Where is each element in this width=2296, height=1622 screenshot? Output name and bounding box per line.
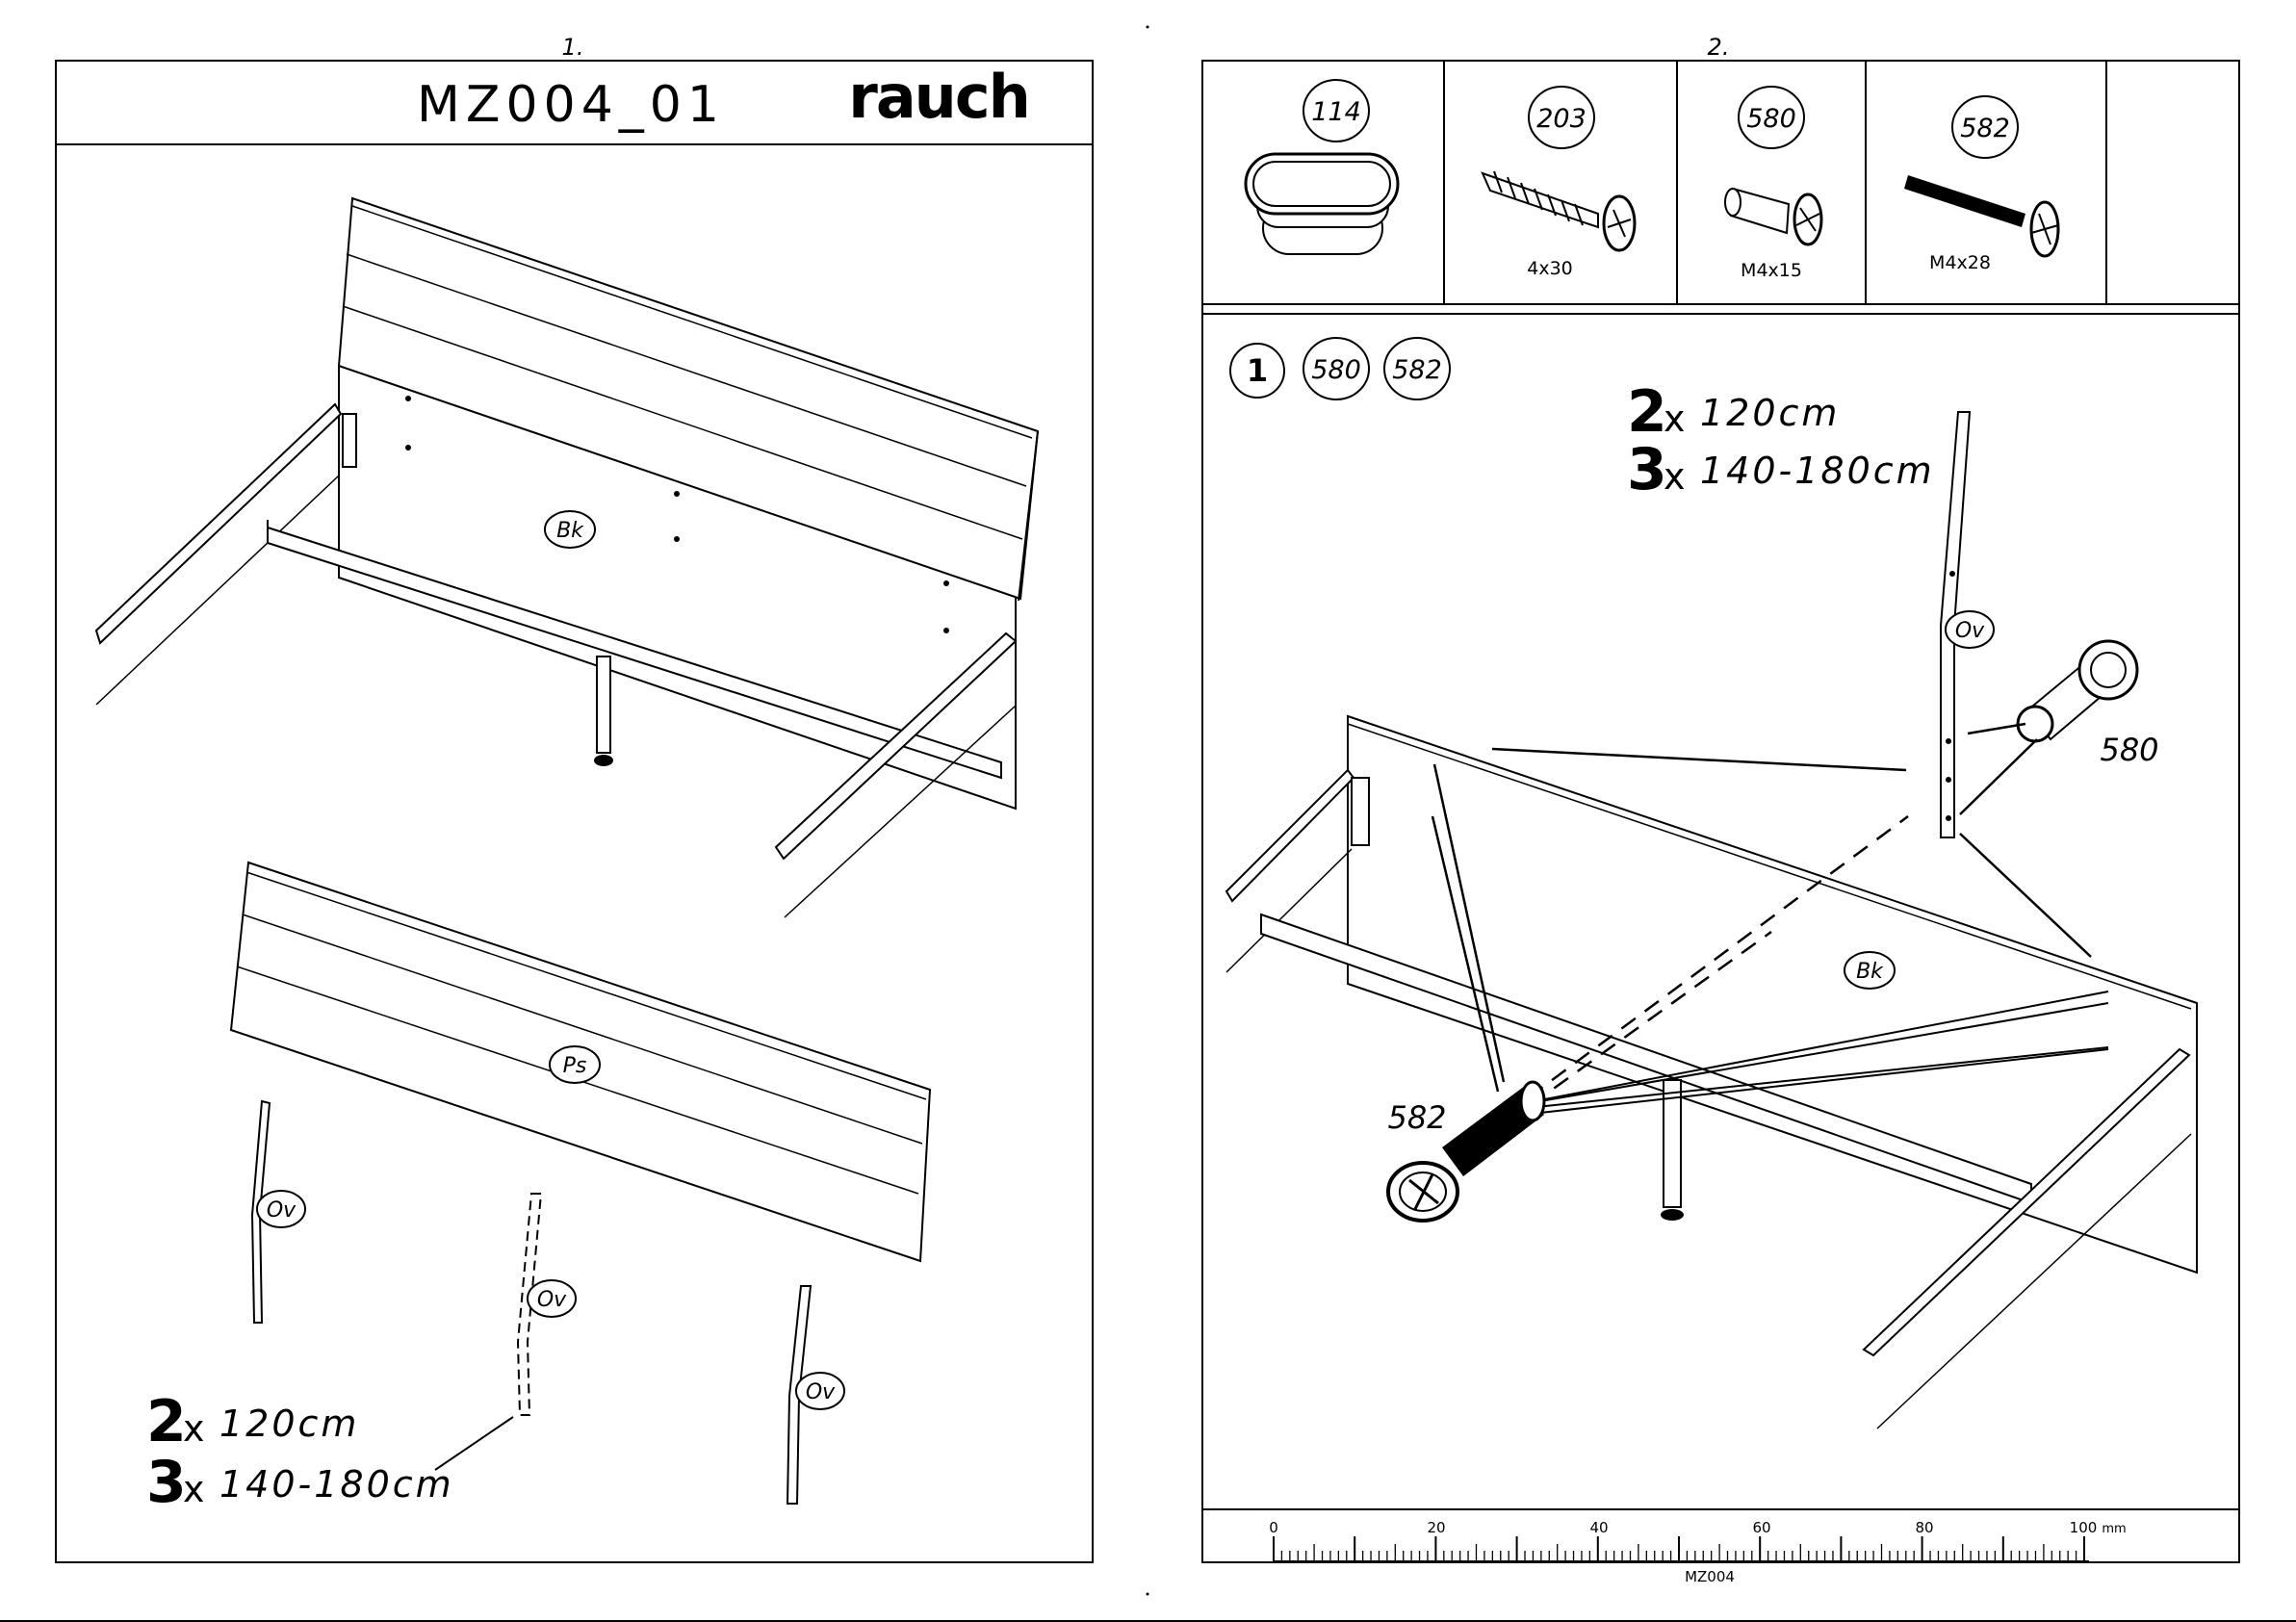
part-114-id: 114 <box>1311 97 1361 127</box>
bolt-icon <box>1904 175 2058 256</box>
part-203-id: 203 <box>1536 104 1587 134</box>
leader-line <box>1492 749 1906 770</box>
step-part-1: 580 <box>1311 355 1361 385</box>
hinge-bracket <box>343 414 356 467</box>
ruler-tick-label: 20 <box>1427 1519 1445 1536</box>
leg-1-label: Ov <box>267 1198 297 1223</box>
panel-hole <box>943 628 949 633</box>
leader-line <box>1968 724 2025 734</box>
cap-icon <box>1246 154 1398 254</box>
support-foot <box>594 755 613 766</box>
step-header: 1 580 582 <box>1230 338 1450 399</box>
ruler-code: MZ004 <box>1685 1568 1735 1585</box>
panel-hole <box>943 580 949 586</box>
ruler-tick-label: 40 <box>1589 1519 1608 1536</box>
page-1-number: 1. <box>562 34 584 61</box>
insert-label: 580 <box>2100 732 2158 768</box>
ruler-tick-label: 0 <box>1269 1519 1278 1536</box>
center-dot <box>1147 1593 1149 1596</box>
quantity-2-size: 140-180cm <box>219 1463 454 1506</box>
parts-table: 114 203 4x <box>1202 61 2239 314</box>
leg-2-leader <box>435 1417 513 1470</box>
leg-hole <box>1946 777 1951 783</box>
support-foot <box>1661 1209 1684 1221</box>
footboard-drawing: Ps <box>231 862 930 1261</box>
brand-logo: rauch <box>848 62 1028 132</box>
leg-hole <box>1949 571 1955 577</box>
step-number: 1 <box>1247 352 1268 389</box>
panel-hole <box>405 445 411 451</box>
leg-3-label: Ov <box>806 1380 836 1404</box>
step-1-assembly-drawing: Bk Ov <box>1226 412 2197 1429</box>
bolt-label: 582 <box>1387 1099 1446 1136</box>
backrest-label: Bk <box>1856 960 1884 984</box>
ruler-ticks <box>1274 1536 2084 1561</box>
part-580-id: 580 <box>1746 104 1796 134</box>
ruler-tick-label: 60 <box>1752 1519 1770 1536</box>
center-support-leg <box>597 657 610 753</box>
insert-580-drawing <box>2018 641 2137 741</box>
quantity-2-mark: x <box>183 1468 205 1510</box>
threaded-insert-icon <box>1725 189 1821 245</box>
leg-hole <box>1946 815 1951 821</box>
quantity-1-mark: x <box>1664 398 1686 440</box>
backrest-label: Bk <box>556 519 584 543</box>
part-582-size: M4x28 <box>1929 252 1991 273</box>
quantity-1-size: 120cm <box>219 1403 359 1445</box>
ruler-tick-label: 80 <box>1915 1519 1933 1536</box>
quantity-1-size: 120cm <box>1700 392 1840 434</box>
page-1-quantity: 2 x 120cm 3 x 140-180cm <box>146 1388 454 1516</box>
panel-hole <box>405 396 411 401</box>
headboard-assembly-drawing: Bk <box>96 198 1038 917</box>
quantity-2-size: 140-180cm <box>1700 450 1935 492</box>
panel-hole <box>674 491 680 497</box>
quantity-1-mark: x <box>183 1407 205 1450</box>
part-582-id: 582 <box>1960 114 2010 143</box>
leg-hole <box>1946 738 1951 744</box>
quantity-1-count: 2 <box>146 1388 187 1455</box>
step-part-2: 582 <box>1392 355 1442 385</box>
panel-hole <box>674 536 680 542</box>
hinge-bracket <box>1352 778 1369 845</box>
page-2: 2. 114 203 <box>1202 34 2239 1585</box>
quantity-2-mark: x <box>1664 455 1686 498</box>
left-side-rail <box>1226 770 1354 901</box>
wood-screw-icon <box>1483 171 1635 250</box>
page-2-number: 2. <box>1708 34 1730 61</box>
ruler: 0 20 40 60 80 100 mm MZ004 <box>1202 1509 2239 1585</box>
left-side-rail <box>96 404 341 643</box>
part-203-size: 4x30 <box>1527 258 1573 279</box>
footboard-label: Ps <box>563 1054 587 1078</box>
leg-2-label: Ov <box>537 1288 567 1312</box>
center-dot <box>1147 26 1149 29</box>
model-number: MZ004_01 <box>417 76 725 134</box>
page-2-quantity: 2 x 120cm 3 x 140-180cm <box>1627 378 1935 503</box>
leg-label: Ov <box>1955 619 1985 643</box>
quantity-2-count: 3 <box>146 1449 187 1516</box>
ruler-tick-label: 100 <box>2070 1519 2098 1536</box>
page-1: 1. MZ004_01 rauch <box>56 34 1093 1562</box>
left-rail-lower-edge <box>96 476 339 705</box>
ruler-unit: mm <box>2102 1522 2126 1536</box>
quantity-2-count: 3 <box>1627 436 1667 503</box>
leader-line <box>1960 739 2037 814</box>
part-580-size: M4x15 <box>1741 260 1802 281</box>
